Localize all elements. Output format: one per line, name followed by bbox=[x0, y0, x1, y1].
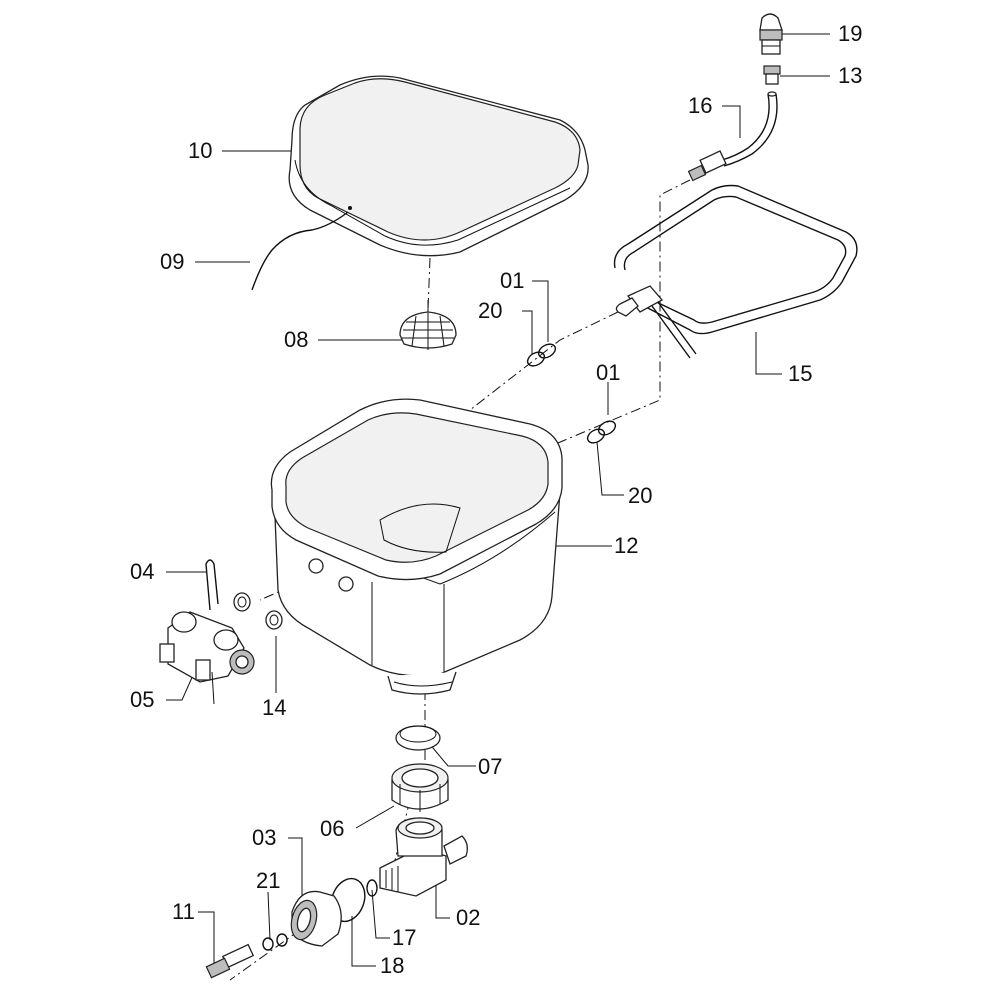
callout-04: 04 bbox=[130, 559, 155, 584]
callout-12: 12 bbox=[614, 533, 639, 558]
callout-17: 17 bbox=[392, 925, 417, 950]
fitting-part-11 bbox=[205, 943, 255, 979]
fitting-part-13 bbox=[763, 65, 781, 85]
tank-part-12 bbox=[270, 398, 563, 695]
callout-19: 19 bbox=[838, 21, 863, 46]
union-nut-part-06 bbox=[391, 763, 449, 812]
callout-07: 07 bbox=[478, 754, 503, 779]
callout-05: 05 bbox=[130, 687, 155, 712]
coupling-part-03 bbox=[290, 890, 342, 947]
pin-part-04 bbox=[205, 559, 219, 611]
manifold-part-05 bbox=[159, 611, 255, 705]
callout-20-lower: 20 bbox=[628, 483, 653, 508]
seal-part-07 bbox=[395, 725, 441, 751]
orings-lower-01-20 bbox=[586, 420, 617, 444]
callout-15: 15 bbox=[788, 361, 813, 386]
callout-13: 13 bbox=[838, 63, 863, 88]
rings-part-21 bbox=[262, 933, 288, 951]
callout-01-upper: 01 bbox=[500, 268, 525, 293]
callout-08: 08 bbox=[284, 327, 309, 352]
frame-part-15 bbox=[613, 184, 858, 359]
cap-part-19 bbox=[759, 13, 783, 55]
callout-21: 21 bbox=[256, 868, 281, 893]
lid-part-10 bbox=[288, 75, 589, 257]
tube-part-16 bbox=[687, 91, 778, 182]
callout-06: 06 bbox=[320, 816, 345, 841]
callout-11: 11 bbox=[172, 899, 195, 924]
callout-01-lower: 01 bbox=[596, 360, 621, 385]
callout-20-upper: 20 bbox=[478, 298, 503, 323]
tee-part-02 bbox=[379, 817, 468, 897]
nuts-part-14 bbox=[233, 592, 283, 630]
callout-18: 18 bbox=[380, 953, 405, 978]
callout-16: 16 bbox=[688, 93, 713, 118]
callout-14: 14 bbox=[262, 695, 287, 720]
filter-part-08 bbox=[399, 300, 457, 350]
oring-part-17 bbox=[366, 879, 378, 897]
orings-upper-01-20 bbox=[526, 343, 557, 367]
callout-03: 03 bbox=[252, 825, 277, 850]
callout-09: 09 bbox=[160, 249, 185, 274]
callout-02: 02 bbox=[456, 905, 481, 930]
callout-10: 10 bbox=[188, 138, 213, 163]
wire-part-09 bbox=[251, 211, 349, 291]
